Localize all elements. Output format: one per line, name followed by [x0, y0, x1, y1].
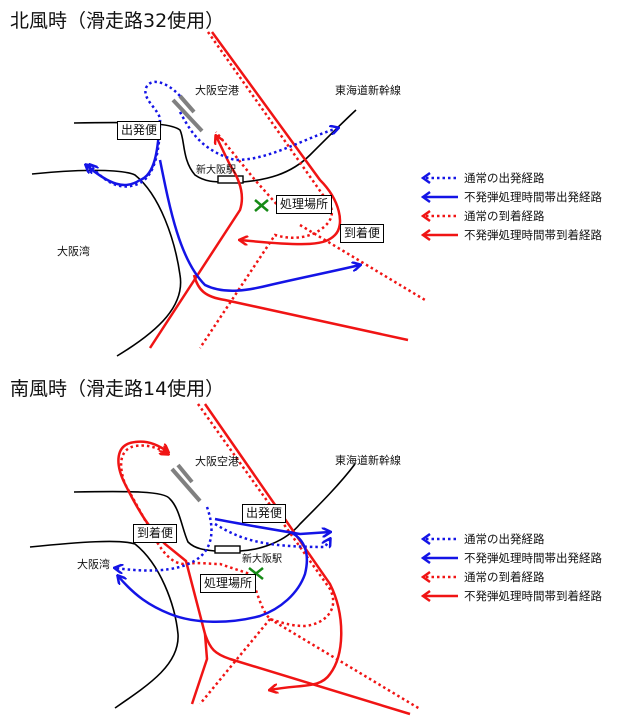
legend-solid-red-arrow-icon	[420, 228, 458, 241]
legend-item-departure-normal: 通常の出発経路	[420, 168, 640, 187]
legend-solid-blue-arrow-icon	[420, 551, 458, 564]
station-label: 新大阪駅	[242, 554, 282, 565]
rail-line-bay	[31, 169, 182, 357]
disposal-box-label: 処理場所	[200, 574, 257, 593]
arrival-box-label: 到着便	[133, 524, 178, 543]
departure-box-label: 出発便	[242, 504, 287, 523]
arrival-normal-line-main	[198, 31, 334, 349]
north-route-map	[31, 31, 426, 357]
south-route-map	[29, 403, 421, 716]
legend-label: 不発弾処理時間帯出発経路	[464, 550, 602, 565]
rail-line-west	[73, 490, 216, 552]
arrival-special-line	[203, 403, 343, 690]
south-wind-panel: 南風時（滑走路14使用） 大阪空港 東海道新幹線 新大阪駅 大阪湾 出発便 到着…	[0, 364, 640, 728]
arrival-special-final	[148, 136, 244, 349]
legend-label: 不発弾処理時間帯到着経路	[464, 227, 602, 242]
station-shin-osaka	[214, 545, 241, 554]
legend-dotted-red-arrow-icon	[420, 209, 458, 222]
rail-line-bay	[29, 540, 179, 709]
runway-1	[171, 98, 204, 133]
legend-label: 不発弾処理時間帯出発経路	[464, 189, 602, 204]
arrival-special-south	[203, 633, 411, 716]
arrival-special-south	[192, 274, 409, 342]
departure-box-label: 出発便	[117, 121, 162, 140]
station-shin-osaka	[217, 175, 244, 184]
disposal-site-x-mark	[254, 199, 269, 212]
arrival-normal-se	[269, 617, 421, 711]
legend-dotted-red-arrow-icon	[420, 570, 458, 583]
departure-special-line	[86, 119, 162, 187]
north-wind-panel: 北風時（滑走路32使用） 大阪空港 東海道新幹線 新大阪駅 大阪湾 出発便 到着…	[10, 10, 640, 357]
north-legend: 通常の出発経路 不発弾処理時間帯出発経路 通常の到着経路 不発弾処理時間帯到着経…	[420, 168, 640, 244]
bay-label: 大阪湾	[77, 558, 110, 571]
arrival-normal-line	[119, 403, 335, 628]
arrival-normal-approach	[215, 131, 281, 209]
legend-label: 不発弾処理時間帯到着経路	[464, 588, 602, 603]
arrival-special-final	[117, 440, 209, 705]
legend-item-departure-special: 不発弾処理時間帯出発経路	[420, 548, 640, 567]
departure-normal-east	[178, 111, 338, 162]
south-legend: 通常の出発経路 不発弾処理時間帯出発経路 通常の到着経路 不発弾処理時間帯到着経…	[420, 529, 640, 605]
shinkansen-label: 東海道新幹線	[335, 84, 401, 97]
arrival-box-label: 到着便	[340, 224, 385, 243]
legend-label: 通常の出発経路	[464, 170, 545, 185]
departure-special-loop	[118, 530, 309, 623]
shinkansen-line	[242, 109, 357, 183]
south-title: 南風時（滑走路14使用）	[10, 378, 225, 400]
legend-item-departure-normal: 通常の出発経路	[420, 529, 640, 548]
departure-special-east	[214, 517, 330, 534]
station-label: 新大阪駅	[196, 165, 236, 176]
legend-solid-blue-arrow-icon	[420, 190, 458, 203]
legend-item-departure-special: 不発弾処理時間帯出発経路	[420, 187, 640, 206]
airport-label: 大阪空港	[195, 455, 239, 468]
departure-normal-east	[214, 522, 330, 547]
legend-item-arrival-normal: 通常の到着経路	[420, 567, 640, 586]
shinkansen-label: 東海道新幹線	[335, 454, 401, 467]
legend-dotted-blue-arrow-icon	[420, 532, 458, 545]
legend-dotted-blue-arrow-icon	[420, 171, 458, 184]
shinkansen-line	[239, 463, 356, 552]
legend-label: 通常の到着経路	[464, 569, 545, 584]
runway-1	[170, 467, 202, 503]
runway-2	[178, 94, 196, 114]
legend-label: 通常の到着経路	[464, 208, 545, 223]
airport-label: 大阪空港	[195, 84, 239, 97]
bay-label: 大阪湾	[57, 245, 90, 258]
arrival-special-line	[210, 31, 342, 244]
disposal-box-label: 処理場所	[276, 195, 333, 214]
departure-normal-west	[115, 506, 213, 571]
departure-special-east	[158, 159, 360, 293]
legend-item-arrival-special: 不発弾処理時間帯到着経路	[420, 586, 640, 605]
north-title: 北風時（滑走路32使用）	[10, 10, 225, 32]
legend-item-arrival-special: 不発弾処理時間帯到着経路	[420, 225, 640, 244]
legend-label: 通常の出発経路	[464, 531, 545, 546]
legend-solid-red-arrow-icon	[420, 589, 458, 602]
legend-item-arrival-normal: 通常の到着経路	[420, 206, 640, 225]
runway-2	[176, 463, 194, 484]
